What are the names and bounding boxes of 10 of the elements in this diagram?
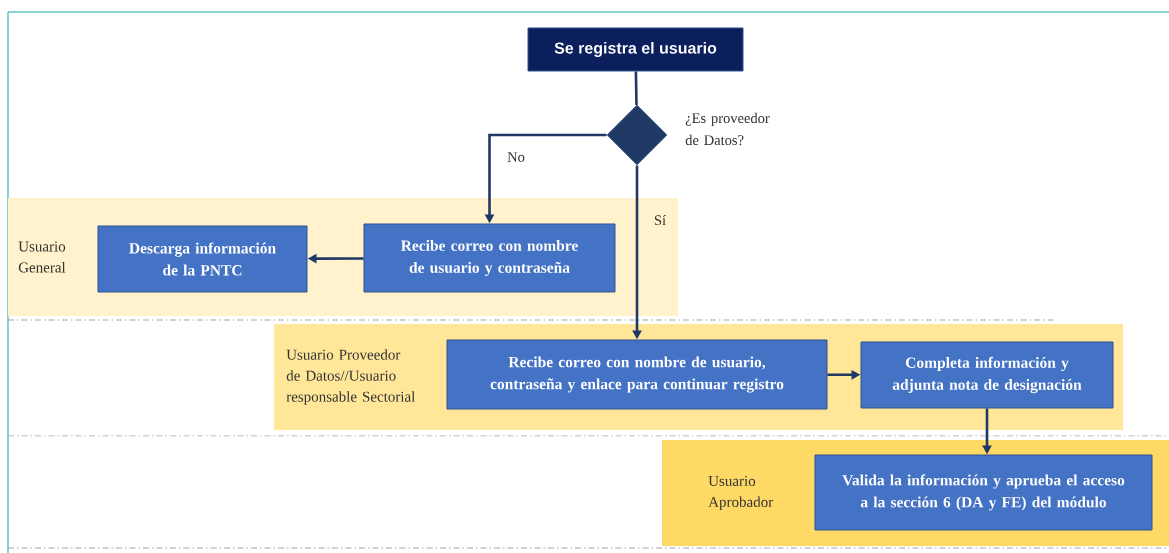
edge-label: No [506, 151, 526, 163]
process-box: Valida la información y aprueba el acceso a la sección 6 (DA y FE) del módulo [814, 454, 1153, 531]
question-text: ¿Es proveedor de Datos? [685, 112, 770, 146]
decision-diamond [606, 104, 668, 166]
process-box: Recibe correo con nombre de usuario y contraseña [363, 223, 616, 293]
process-box: Descarga información de la PNTC [97, 225, 308, 293]
start-box: Se registra el usuario [527, 27, 744, 72]
edge-label: Sí [652, 213, 668, 227]
process-box: Recibe correo con nombre de usuario, contraseña y enlace para continuar registro [446, 339, 828, 410]
process-box: Completa información y adjunta nota de designación [860, 341, 1114, 409]
